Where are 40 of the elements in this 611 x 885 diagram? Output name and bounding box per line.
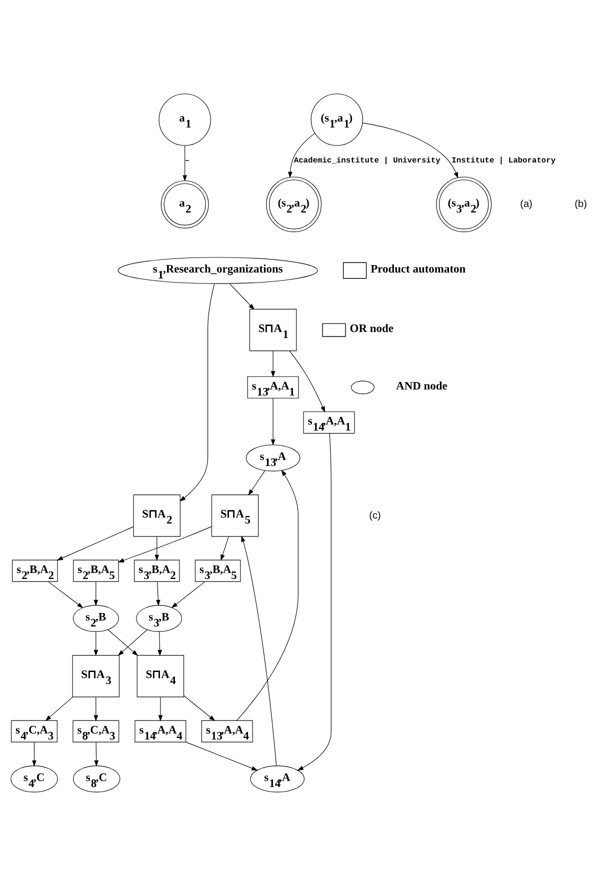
arrow	[32, 742, 36, 766]
arrow	[171, 581, 206, 608]
legend-label: Product automaton	[370, 262, 466, 275]
arrow	[297, 432, 332, 770]
arrow	[289, 350, 326, 412]
arrow	[156, 581, 160, 606]
arrow	[118, 526, 212, 562]
arrow	[94, 742, 98, 766]
arrow	[94, 630, 98, 656]
arrow	[154, 536, 160, 560]
arrow	[182, 144, 187, 181]
arrow	[220, 536, 229, 560]
arrow	[45, 696, 73, 721]
arrow	[56, 526, 134, 560]
arrow	[248, 470, 266, 496]
arrow	[183, 694, 216, 721]
arrow	[236, 469, 298, 720]
arrow	[230, 283, 255, 310]
arrow	[158, 696, 163, 721]
arrow	[94, 696, 98, 721]
arrow	[186, 741, 258, 770]
arrow	[288, 132, 316, 178]
arrow	[158, 630, 162, 656]
arrow	[270, 398, 276, 446]
legend-label: OR node	[350, 322, 394, 335]
arrow	[118, 628, 148, 656]
arrow	[94, 581, 98, 606]
arrow	[180, 283, 215, 502]
edge-label: Institute | Laboratory	[452, 156, 556, 166]
edge-label: –	[184, 156, 190, 166]
arrow	[48, 581, 84, 608]
arrow	[362, 122, 458, 178]
label: (a)	[520, 198, 532, 210]
label: (c)	[369, 510, 381, 521]
edge-label: Academic_institute | University	[294, 156, 440, 166]
label: (b)	[574, 198, 587, 210]
legend-label: AND node	[396, 380, 448, 392]
arrow	[270, 350, 276, 377]
arrow	[241, 535, 277, 766]
arrow	[108, 628, 138, 656]
